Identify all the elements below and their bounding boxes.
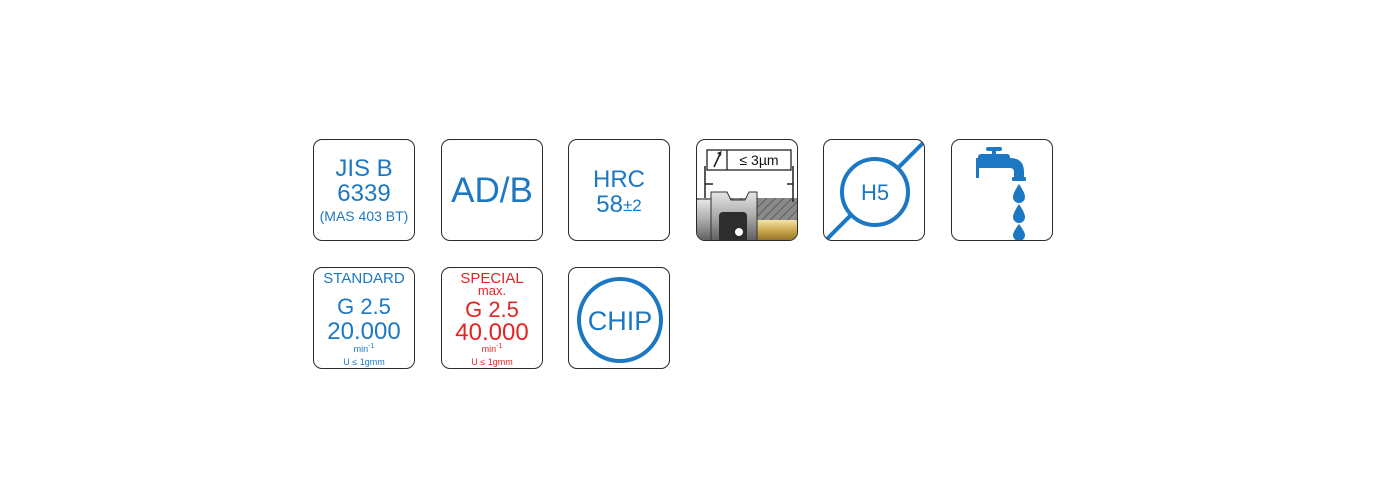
chip-diagram: CHIP xyxy=(577,277,663,363)
tolerance-circle-icon xyxy=(840,157,910,227)
holder-flange xyxy=(697,200,713,240)
adb-label: AD/B xyxy=(451,171,533,210)
jis-line2: 6339 xyxy=(337,180,391,207)
special-grade: G 2.5 xyxy=(465,297,519,322)
standard-header: STANDARD xyxy=(323,270,405,287)
runout-arrow-icon xyxy=(713,153,721,168)
standard-unit: min-1 xyxy=(353,343,375,354)
chip-tile: CHIP xyxy=(568,267,670,369)
water-tap-icon xyxy=(976,147,1026,240)
runout-label: ≤ 3µm xyxy=(739,152,778,168)
chip-circle-icon xyxy=(577,277,663,363)
adb-tile: AD/B xyxy=(441,139,543,241)
h5-label: H5 xyxy=(861,180,889,205)
runout-tolerance-frame xyxy=(706,149,792,171)
special-subheader: max. xyxy=(477,283,507,298)
hrc-label: HRC xyxy=(593,166,645,193)
hardness-tile: HRC 58±2 xyxy=(568,139,670,241)
standard-grade: G 2.5 xyxy=(337,294,391,319)
special-balancing-tile: SPECIAL max. G 2.5 40.000 min-1 U ≤ 1gmm xyxy=(441,267,543,369)
standard-balancing-tile: STANDARD G 2.5 20.000 min-1 U ≤ 1gmm xyxy=(313,267,415,369)
jis-standard-tile: JIS B 6339 (MAS 403 BT) xyxy=(313,139,415,241)
special-header: SPECIAL xyxy=(460,270,524,287)
tool-shank xyxy=(749,220,797,240)
jis-line1: JIS B xyxy=(335,155,393,182)
standard-speed: 20.000 xyxy=(327,318,401,345)
coolant-tile xyxy=(951,139,1053,241)
standard-note: U ≤ 1gmm xyxy=(343,357,385,367)
runout-tile: ≤ 3µm xyxy=(696,139,798,241)
h5-diagram: H5 xyxy=(824,140,924,240)
special-note: U ≤ 1gmm xyxy=(471,357,513,367)
hrc-tolerance: ±2 xyxy=(622,196,642,215)
runout-diagram: ≤ 3µm xyxy=(697,149,797,240)
hrc-value: 58 xyxy=(596,191,623,218)
collet-nut xyxy=(719,212,747,240)
special-unit: min-1 xyxy=(481,343,503,354)
hrc-value-line: 58±2 xyxy=(569,192,669,219)
special-speed: 40.000 xyxy=(455,319,529,346)
clamp-ring-icon xyxy=(733,226,745,238)
jis-line3: (MAS 403 BT) xyxy=(319,208,409,224)
h5-tolerance-tile: H5 xyxy=(823,139,925,241)
chip-label: CHIP xyxy=(588,306,653,336)
